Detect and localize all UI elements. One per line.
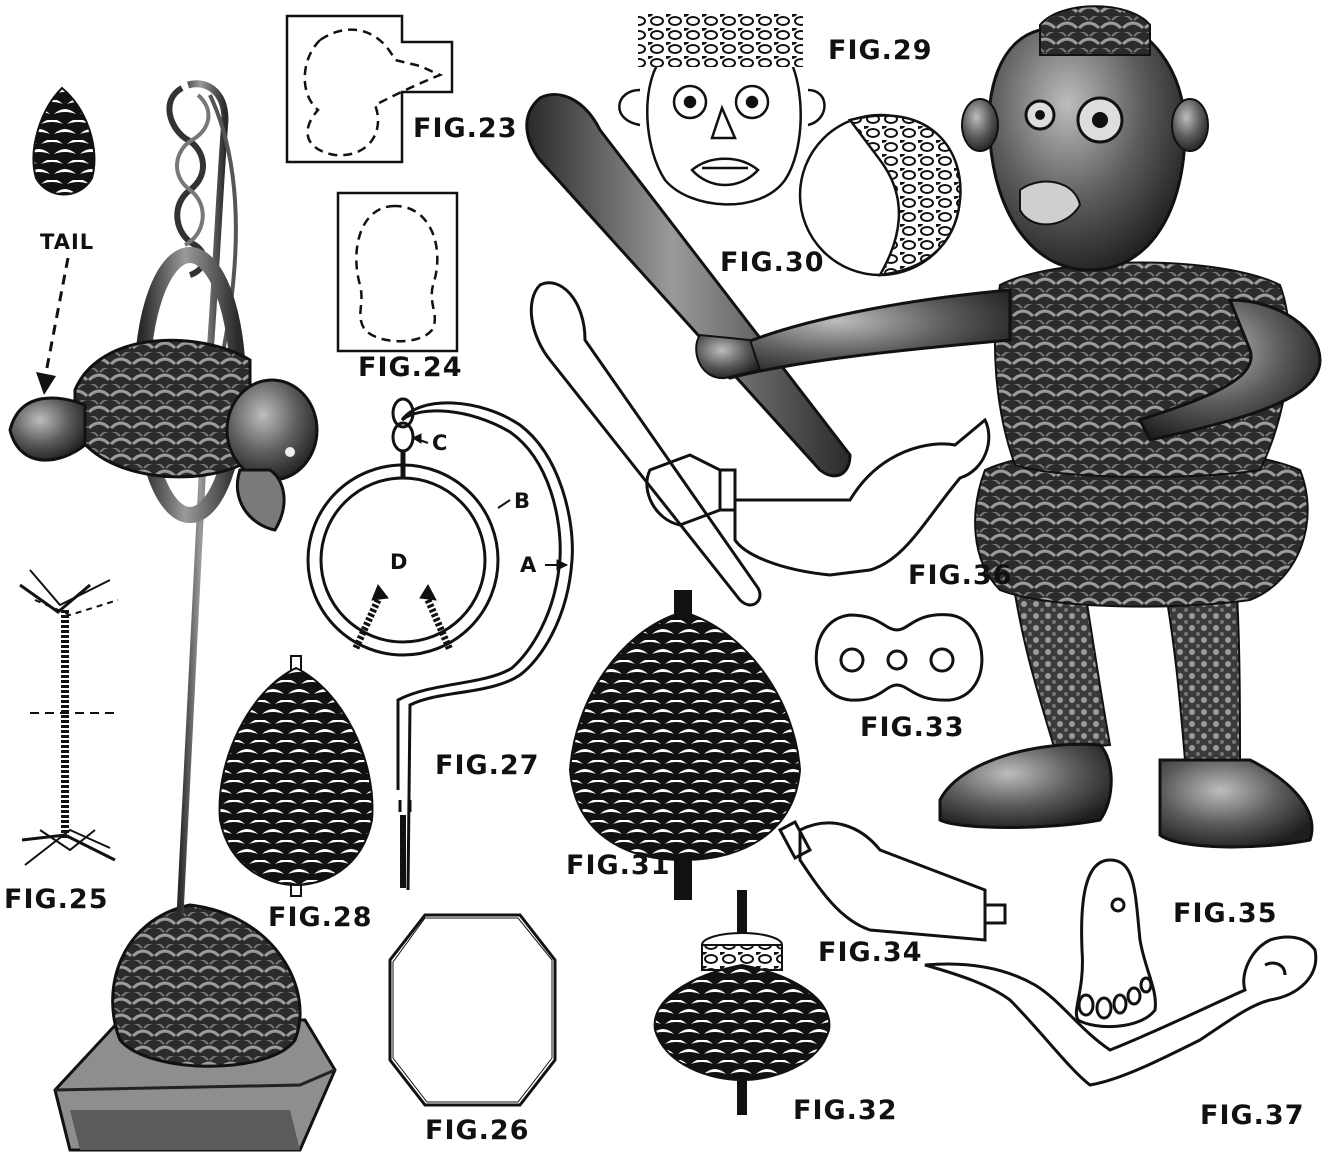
fig26-label: FIG.26 bbox=[425, 1115, 529, 1146]
fig35-foot-drawing bbox=[1076, 860, 1155, 1027]
club-photo bbox=[527, 95, 850, 476]
small-pinecone bbox=[34, 88, 95, 195]
fig27-label: FIG.27 bbox=[435, 750, 539, 781]
fig27-callout-b: B bbox=[514, 489, 531, 513]
fig35-label: FIG.35 bbox=[1173, 898, 1277, 929]
fig28-label: FIG.28 bbox=[268, 902, 372, 933]
fig34-label: FIG.34 bbox=[818, 937, 922, 968]
fig27-callout-d: D bbox=[390, 550, 408, 574]
fig33-washer bbox=[816, 615, 982, 701]
fig25-binding-diagram bbox=[20, 570, 120, 865]
fig29-label: FIG.29 bbox=[828, 35, 932, 66]
fig37-label: FIG.37 bbox=[1200, 1100, 1304, 1131]
fig26-octagon bbox=[390, 915, 555, 1105]
tail-label: TAIL bbox=[40, 230, 94, 254]
fig31-label: FIG.31 bbox=[566, 850, 670, 881]
fig23-label: FIG.23 bbox=[413, 113, 517, 144]
fig33-label: FIG.33 bbox=[860, 712, 964, 743]
fig27-callout-c: C bbox=[432, 431, 448, 455]
tail-arrow bbox=[36, 258, 68, 395]
fig28-pinecone bbox=[220, 656, 373, 896]
fig24-label: FIG.24 bbox=[358, 352, 462, 383]
fig36-label: FIG.36 bbox=[908, 560, 1012, 591]
fig37-arm-drawing bbox=[925, 937, 1316, 1085]
fig30-label: FIG.30 bbox=[720, 247, 824, 278]
fig32-label: FIG.32 bbox=[793, 1095, 897, 1126]
fig25-label: FIG.25 bbox=[4, 884, 108, 915]
fig32-pinecone bbox=[655, 890, 830, 1115]
fig29-face-drawing bbox=[619, 12, 824, 204]
fig27-callout-a: A bbox=[520, 553, 537, 577]
fig24-template bbox=[338, 193, 457, 351]
fig34-forearm bbox=[780, 822, 1005, 940]
